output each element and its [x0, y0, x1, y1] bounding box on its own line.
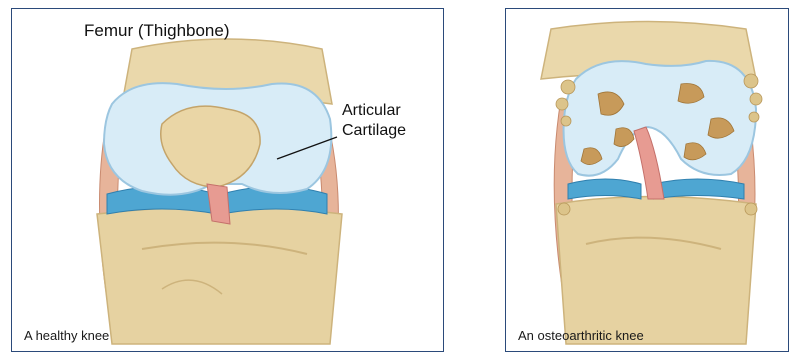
healthy-knee-caption: A healthy knee	[24, 328, 109, 343]
articular-cartilage-label-line2: Cartilage	[342, 121, 406, 141]
healthy-knee-illustration	[12, 9, 444, 352]
tibia	[97, 207, 342, 345]
articular-cartilage-label: Articular Cartilage	[342, 101, 406, 141]
meniscus-left	[568, 179, 641, 199]
articular-cartilage-label-line1: Articular	[342, 101, 406, 121]
osteoarthritic-knee-panel: An osteoarthritic knee	[505, 8, 789, 352]
healthy-knee-panel: Femur (Thighbone) Articular Cartilage A …	[11, 8, 444, 352]
tibia	[556, 197, 756, 345]
osteoarthritic-knee-illustration	[506, 9, 789, 352]
osteoarthritic-knee-caption: An osteoarthritic knee	[518, 328, 644, 343]
meniscus-right	[654, 179, 744, 199]
femur-label: Femur (Thighbone)	[84, 21, 230, 41]
